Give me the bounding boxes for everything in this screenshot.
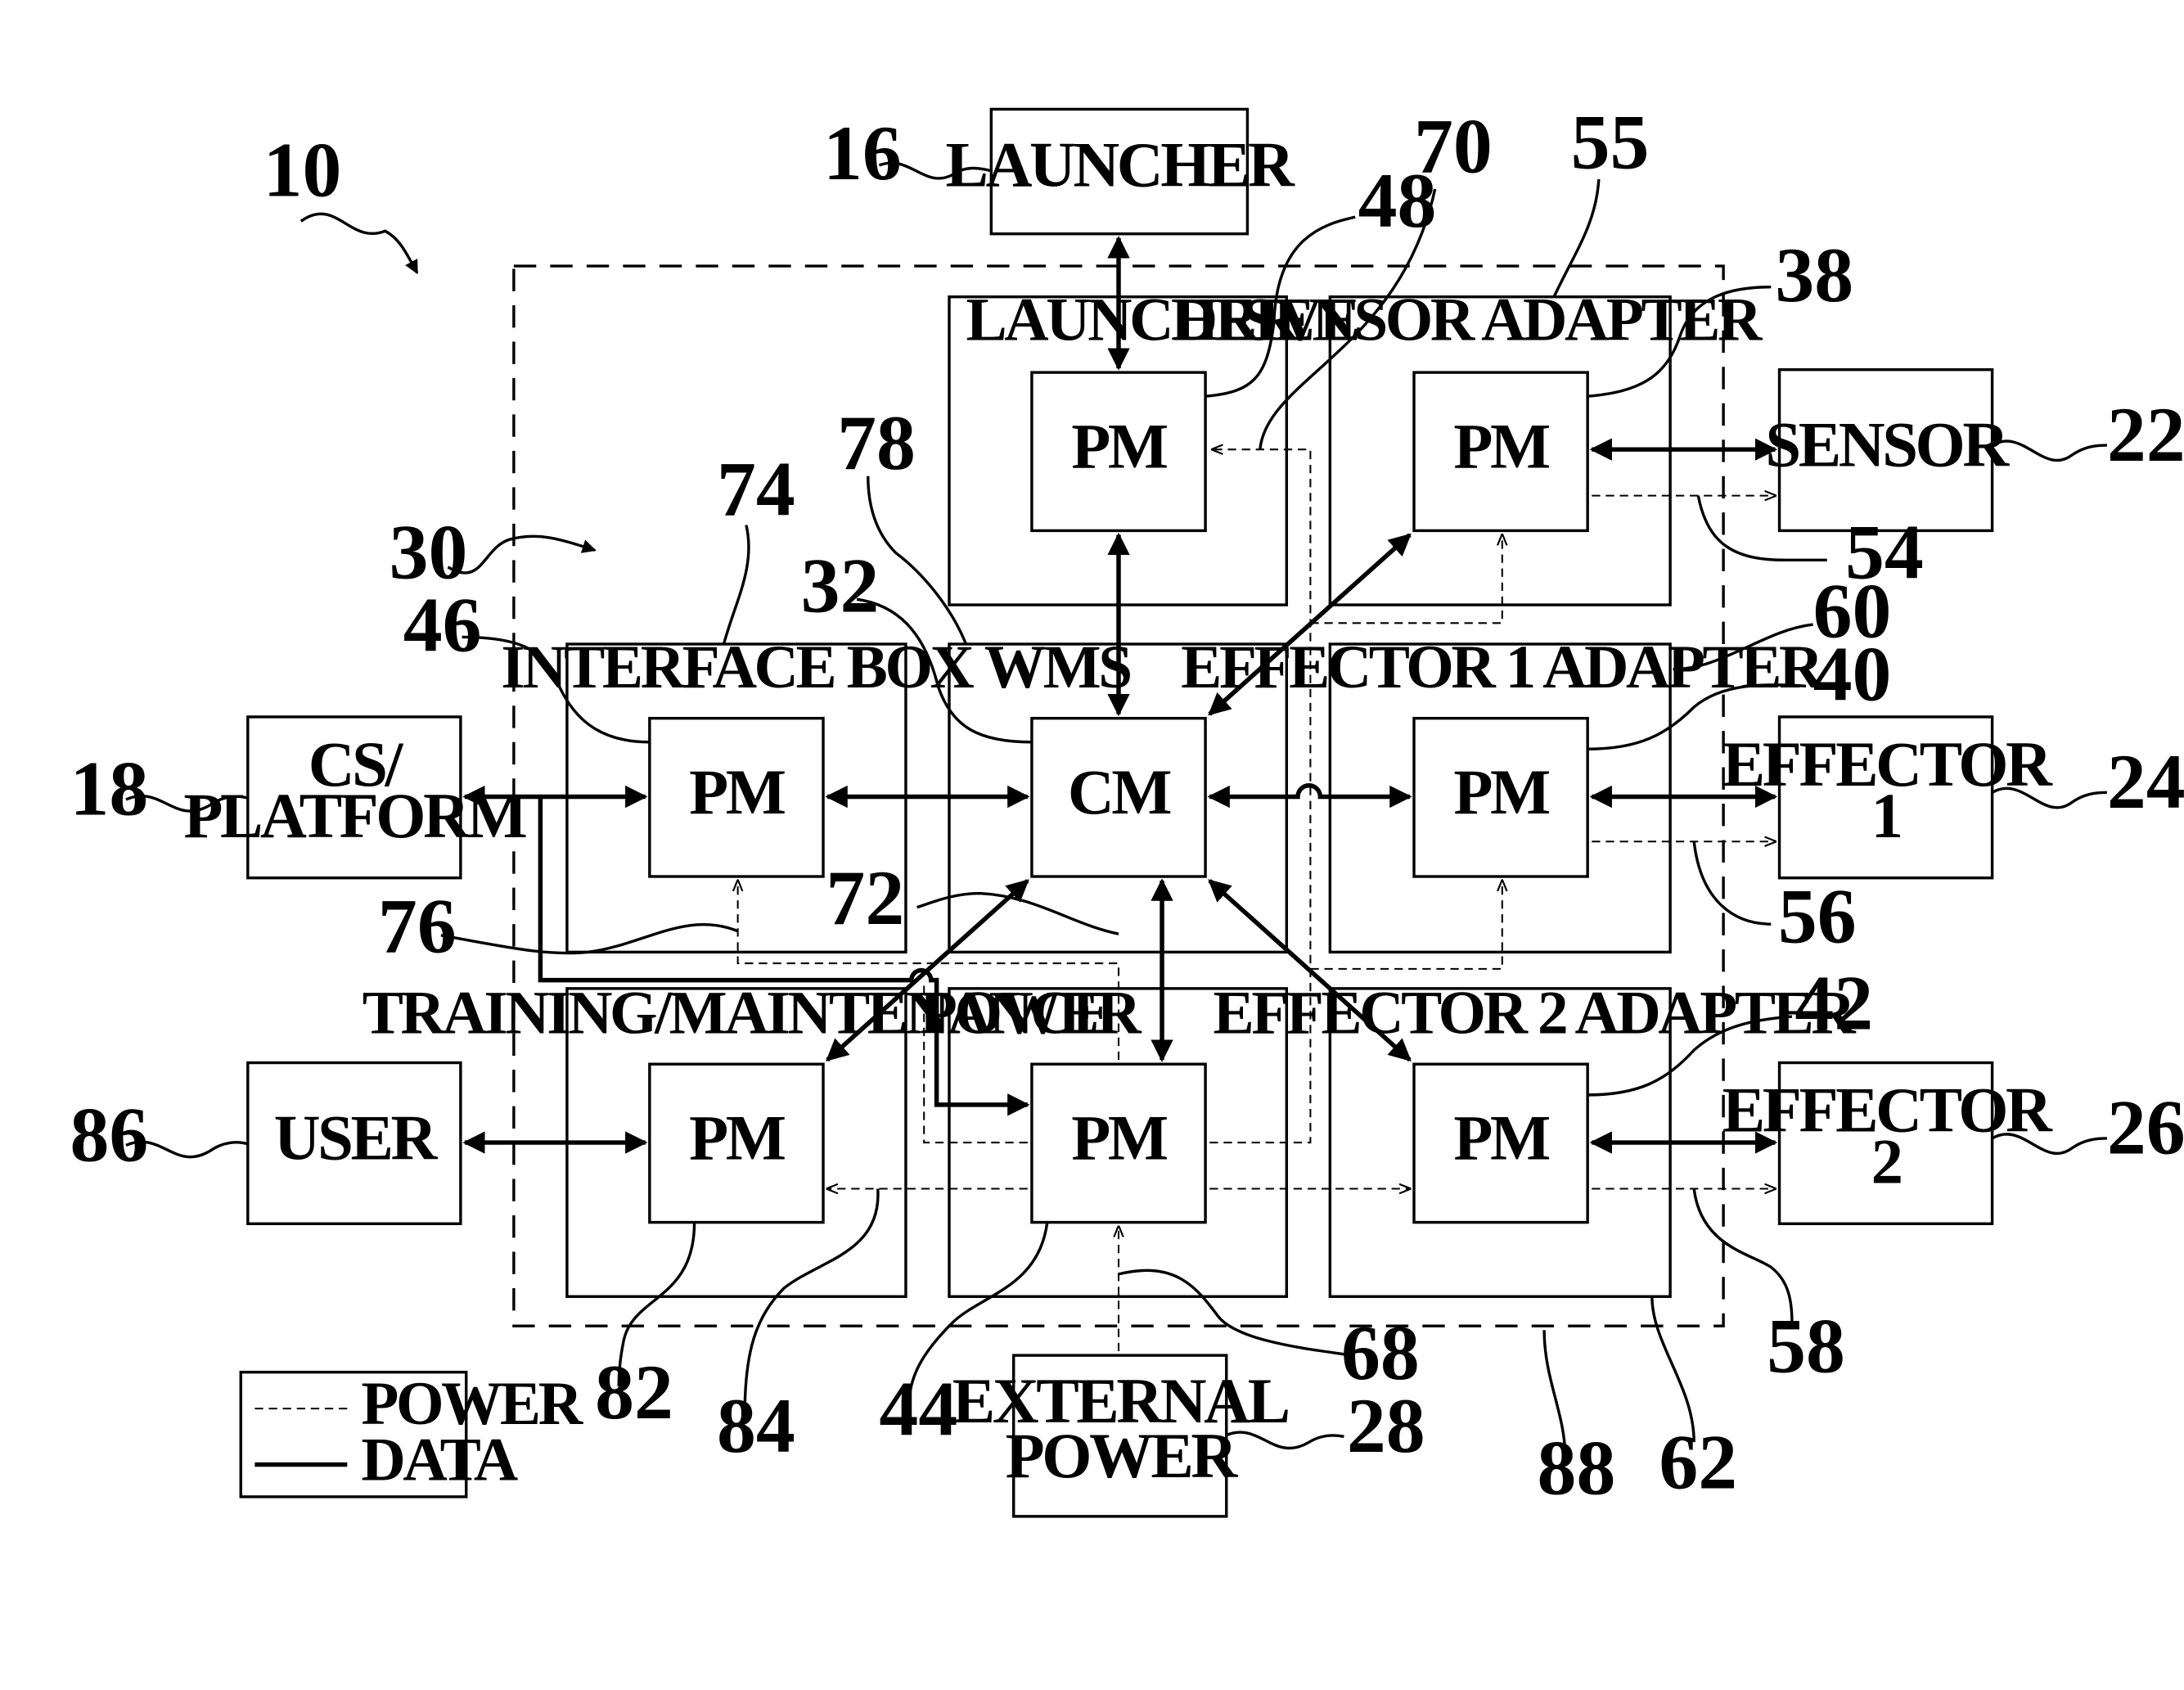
ref-40: 40 [1813, 630, 1892, 717]
ref-22: 22 [2107, 391, 2184, 478]
leader-72 [917, 894, 1119, 935]
leader-68 [1119, 1270, 1351, 1355]
external-power-line2: POWER [1006, 1421, 1239, 1492]
launcher-pm-label: PM [1071, 411, 1167, 482]
sensor-pm-label: PM [1453, 411, 1549, 482]
ref-76: 76 [378, 882, 457, 969]
leader-22 [1993, 441, 2107, 461]
ref-56: 56 [1778, 872, 1857, 959]
ref-44: 44 [879, 1366, 957, 1453]
ref-42: 42 [1794, 959, 1873, 1046]
ref-arrow-30 [448, 536, 595, 573]
ref-84: 84 [717, 1382, 795, 1469]
ref-arrow-10 [301, 214, 417, 273]
ref-78: 78 [837, 399, 916, 486]
power-line-to-effector1-pm [1310, 881, 1502, 969]
section-power-label: POWER [920, 980, 1142, 1048]
user-label: USER [274, 1103, 439, 1174]
ref-74: 74 [717, 446, 795, 533]
effector1-line2: 1 [1871, 781, 1901, 852]
leader-76 [441, 925, 738, 953]
interface-pm-label: PM [689, 757, 785, 828]
ref-18: 18 [70, 746, 149, 832]
launcher-label: LAUNCHER [946, 130, 1296, 201]
ref-32: 32 [801, 543, 880, 629]
power-pm-label: PM [1071, 1103, 1167, 1174]
effector1-pm-label: PM [1453, 757, 1549, 828]
ref-38: 38 [1775, 232, 1853, 318]
leader-74 [724, 525, 749, 644]
ref-46: 46 [403, 582, 482, 669]
leader-55 [1554, 179, 1599, 297]
ref-62: 62 [1659, 1419, 1737, 1506]
leader-56 [1694, 841, 1771, 924]
ref-58: 58 [1767, 1303, 1845, 1390]
cs-platform-line2: PLATFORM [183, 781, 525, 852]
ref-10: 10 [263, 127, 342, 214]
section-sensor-adapter-label: SENSOR ADAPTER [1242, 286, 1763, 354]
section-effector2-adapter-label: EFFECTOR 2 ADAPTER [1214, 980, 1858, 1048]
ref-68: 68 [1341, 1309, 1420, 1396]
ref-86: 86 [70, 1091, 149, 1178]
ref-72: 72 [826, 854, 904, 941]
legend-data-label: DATA [361, 1426, 517, 1494]
leader-54 [1698, 496, 1826, 561]
ref-24: 24 [2107, 738, 2184, 825]
ref-55: 55 [1571, 98, 1650, 185]
section-interface-box-label: INTERFACE BOX [501, 633, 974, 701]
power-line-to-sensor-pm [1310, 535, 1502, 624]
section-wms-label: WMS [984, 633, 1130, 701]
ref-26: 26 [2107, 1084, 2184, 1171]
leader-78 [868, 476, 966, 644]
ref-16: 16 [823, 110, 902, 196]
section-effector1-adapter-label: EFFECTOR 1 ADAPTER [1181, 633, 1825, 701]
effector2-line2: 2 [1871, 1127, 1901, 1198]
training-pm-label: PM [689, 1103, 785, 1174]
sensor-label: SENSOR [1765, 410, 2010, 481]
ref-70: 70 [1414, 102, 1493, 189]
effector2-pm-label: PM [1453, 1103, 1549, 1174]
wms-cm-label: CM [1068, 757, 1170, 828]
ref-82: 82 [595, 1349, 673, 1435]
ref-88: 88 [1538, 1424, 1616, 1511]
